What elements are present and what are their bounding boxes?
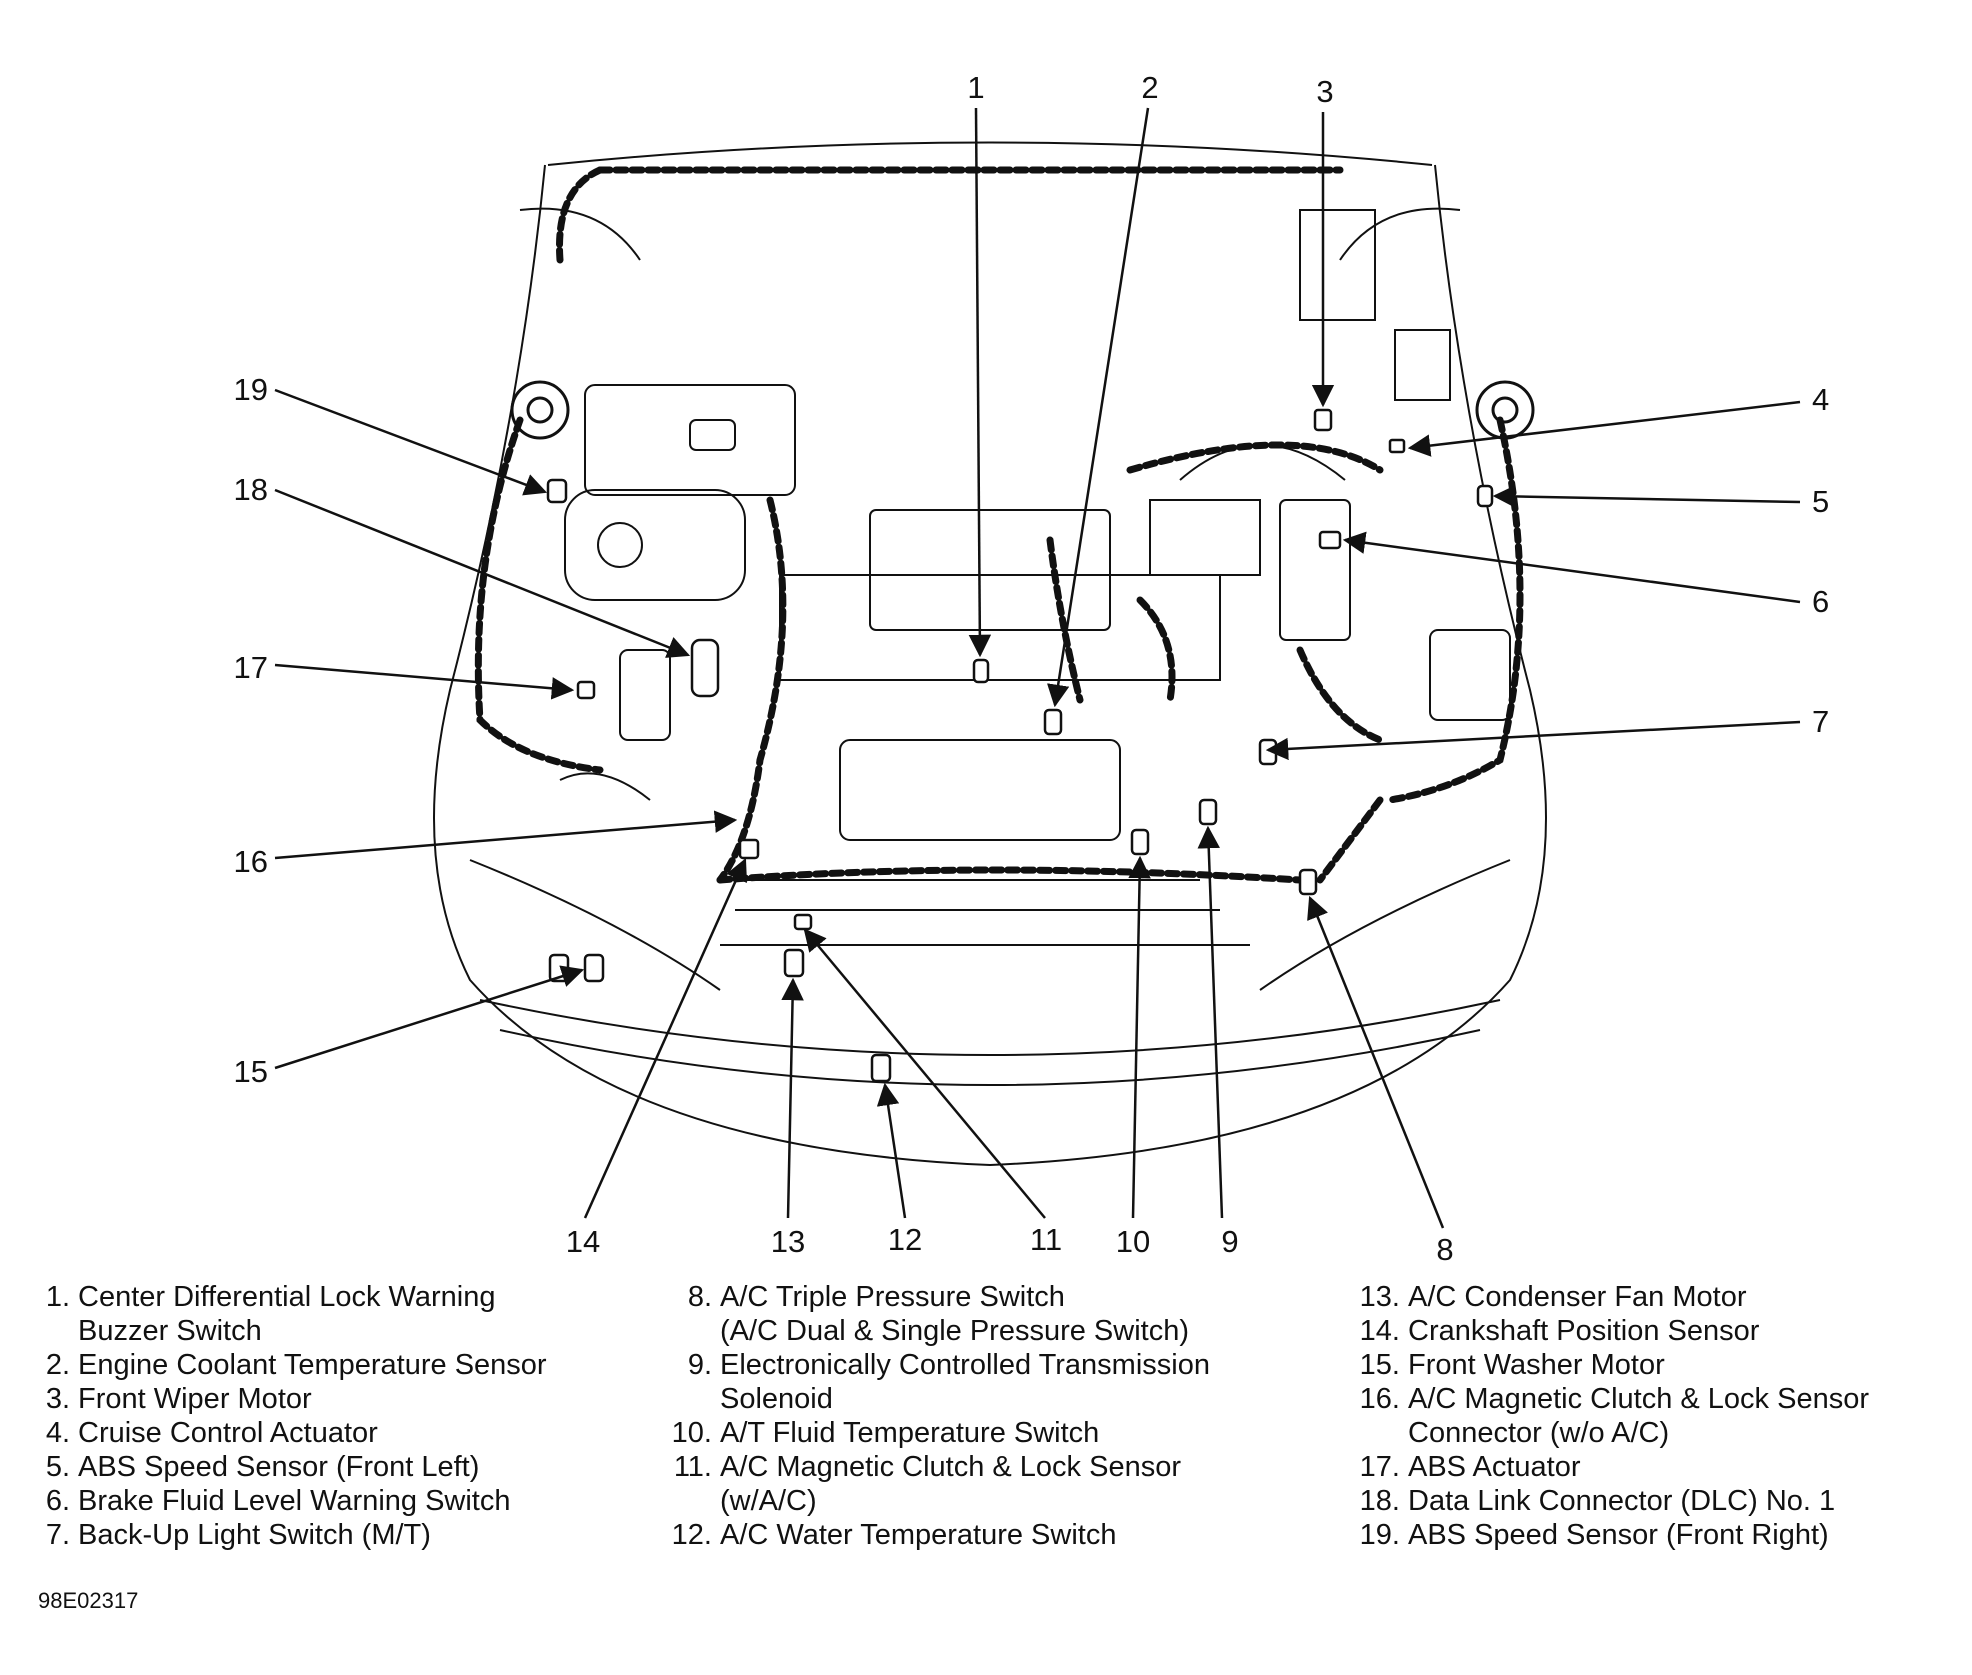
legend-item-5: 5.ABS Speed Sensor (Front Left): [45, 1451, 480, 1483]
callout-18: 18: [234, 472, 268, 507]
legend-item-4: 4.Cruise Control Actuator: [45, 1417, 378, 1449]
callout-1: 1: [967, 70, 984, 105]
legend-item-16: 16.A/C Magnetic Clutch & Lock Sensor Con…: [1359, 1383, 1869, 1449]
figure-id: 98E02317: [38, 1588, 139, 1613]
callout-16: 16: [234, 844, 268, 879]
callout-13: 13: [771, 1224, 805, 1259]
legend-item-17: 17.ABS Actuator: [1359, 1451, 1581, 1483]
callout-4: 4: [1812, 382, 1829, 417]
legend-item-11: 11.A/C Magnetic Clutch & Lock Sensor (w/…: [673, 1451, 1181, 1517]
legend-item-19: 19.ABS Speed Sensor (Front Right): [1359, 1519, 1829, 1551]
legend-column-2: 8.A/C Triple Pressure Switch (A/C Dual &…: [660, 1280, 1210, 1552]
legend-item-7: 7.Back-Up Light Switch (M/T): [45, 1519, 431, 1551]
leader-lines: [274, 107, 1801, 1229]
legend-item-15: 15.Front Washer Motor: [1359, 1349, 1665, 1381]
legend-item-1: 1.Center Differential Lock Warning Buzze…: [45, 1281, 496, 1347]
callout-14: 14: [566, 1224, 600, 1259]
legend-item-12: 12.A/C Water Temperature Switch: [671, 1519, 1117, 1551]
callout-6: 6: [1812, 584, 1829, 619]
callout-15: 15: [234, 1054, 268, 1089]
callout-labels: 1 2 3 4 5 6 7 8 9 10 11 12 13 14 15 16 1…: [234, 70, 1830, 1267]
legend-item-18: 18.Data Link Connector (DLC) No. 1: [1359, 1485, 1836, 1517]
legend-item-10: 10.A/T Fluid Temperature Switch: [671, 1417, 1100, 1449]
legend-item-3: 3.Front Wiper Motor: [45, 1383, 312, 1415]
legend-column-1: 1.Center Differential Lock Warning Buzze…: [18, 1280, 547, 1552]
vehicle-body-outline: [433, 141, 1547, 1167]
callout-8: 8: [1436, 1232, 1453, 1267]
strut-towers: [510, 380, 1535, 440]
callout-19: 19: [234, 372, 268, 407]
engine-components: [559, 209, 1511, 946]
callout-2: 2: [1141, 70, 1158, 105]
callout-7: 7: [1812, 704, 1829, 739]
legend-item-9: 9.Electronically Controlled Transmission…: [687, 1349, 1210, 1415]
callout-3: 3: [1316, 74, 1333, 109]
legend-item-2: 2.Engine Coolant Temperature Sensor: [45, 1349, 547, 1381]
legend-column-3: 13.A/C Condenser Fan Motor 14.Crankshaft…: [1348, 1280, 1869, 1552]
wire-harness: [474, 166, 1524, 884]
legend-item-8: 8.A/C Triple Pressure Switch (A/C Dual &…: [687, 1281, 1189, 1347]
engine-compartment-diagram: 1 2 3 4 5 6 7 8 9 10 11 12 13 14 15 16 1…: [234, 70, 1830, 1267]
callout-9: 9: [1221, 1224, 1238, 1259]
legend-item-14: 14.Crankshaft Position Sensor: [1359, 1315, 1760, 1347]
legend-item-6: 6.Brake Fluid Level Warning Switch: [45, 1485, 511, 1517]
callout-11: 11: [1030, 1222, 1062, 1257]
legend-item-13: 13.A/C Condenser Fan Motor: [1359, 1281, 1747, 1313]
callout-10: 10: [1116, 1224, 1150, 1259]
callout-5: 5: [1812, 484, 1829, 519]
callout-17: 17: [234, 650, 268, 685]
callout-12: 12: [888, 1222, 922, 1257]
